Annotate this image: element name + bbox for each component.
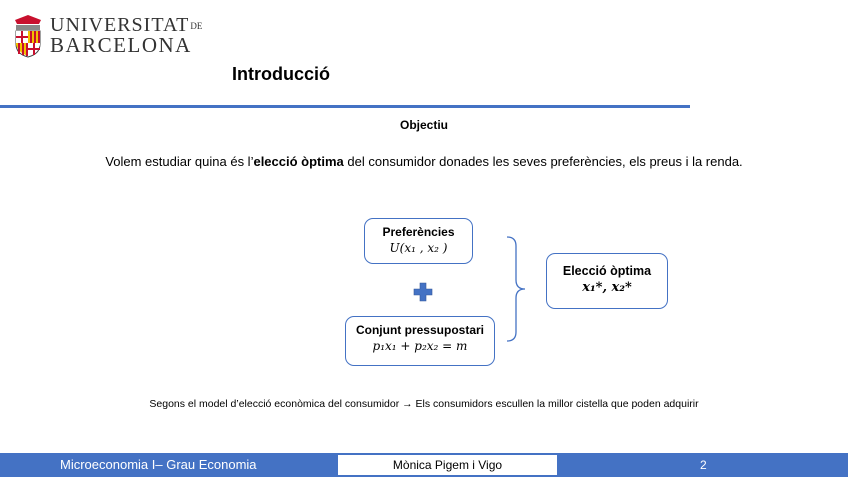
footer-course: Microeconomia I– Grau Economia [60,457,257,472]
statement-emphasis: elecció òptima [253,154,344,169]
objective-heading: Objectiu [399,118,448,132]
page-number: 2 [700,458,707,472]
logo-wordmark-line1: UNIVERSITATDE [50,14,203,36]
budget-constraint-formula: p₁x₁ + p₂x₂ = m [372,339,468,353]
optimal-bundle-formula: x₁*, x₂* [582,280,632,295]
title-divider [0,105,690,108]
logo-wordmark-suffix: DE [190,21,203,31]
preferences-box: Preferències U(x₁ , x₂ ) [364,218,473,264]
slide-title: Introducció [232,64,330,84]
budget-set-title: Conjunt pressupostari [355,323,484,337]
optimal-choice-box: Elecció òptima x₁*, x₂* [546,253,668,309]
utility-formula: U(x₁ , x₂ ) [389,241,448,255]
plus-icon [413,282,433,302]
objective-statement: Volem estudiar quina és l’elecció òptima… [105,154,743,169]
preferences-title: Preferències [382,225,455,239]
optimal-choice-title: Elecció òptima [562,264,652,278]
right-brace [506,236,526,342]
university-shield-icon [15,15,41,58]
logo-wordmark-line2: BARCELONA [50,33,192,57]
right-arrow-icon: → [402,398,413,410]
budget-set-box: Conjunt pressupostari p₁x₁ + p₂x₂ = m [345,316,495,366]
conclusion-text: Segons el model d’elecció econòmica del … [149,398,699,410]
footer-author: Mònica Pigem i Vigo [337,454,558,476]
